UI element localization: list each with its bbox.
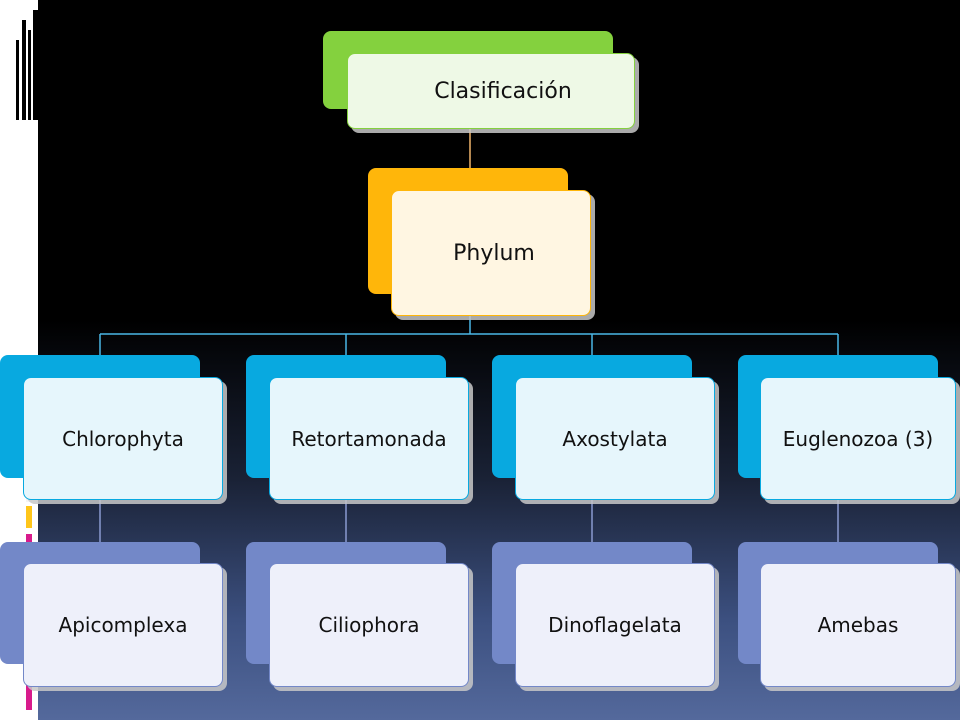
- decorative-line: [16, 40, 19, 120]
- leaf-node-box: Dinoflagelata: [515, 563, 715, 687]
- phylum-node-label: Phylum: [453, 240, 535, 266]
- decorative-color-bar: [26, 506, 32, 528]
- leaf-node-label: Ciliophora: [318, 613, 420, 637]
- group-node-box: Axostylata: [515, 377, 715, 500]
- leaf-node-box: Apicomplexa: [23, 563, 223, 687]
- decorative-line: [22, 20, 26, 120]
- decorative-line: [33, 10, 38, 120]
- phylum-node-box: Phylum: [391, 190, 591, 316]
- leaf-node-label: Amebas: [817, 613, 899, 637]
- group-node-box: Retortamonada: [269, 377, 469, 500]
- leaf-node-box: Amebas: [760, 563, 956, 687]
- leaf-node-label: Dinoflagelata: [548, 613, 682, 637]
- group-node-box: Euglenozoa (3): [760, 377, 956, 500]
- group-node-label: Chlorophyta: [62, 426, 184, 451]
- group-node-box: Chlorophyta: [23, 377, 223, 500]
- leaf-node-label: Apicomplexa: [58, 613, 188, 637]
- root-node-label: Clasificación: [434, 78, 572, 104]
- group-node-label: Axostylata: [562, 426, 668, 451]
- group-node-label: Euglenozoa (3): [782, 426, 934, 451]
- root-node-box: Clasificación: [347, 53, 635, 129]
- group-node-label: Retortamonada: [291, 426, 447, 451]
- leaf-node-box: Ciliophora: [269, 563, 469, 687]
- decorative-line: [28, 30, 31, 120]
